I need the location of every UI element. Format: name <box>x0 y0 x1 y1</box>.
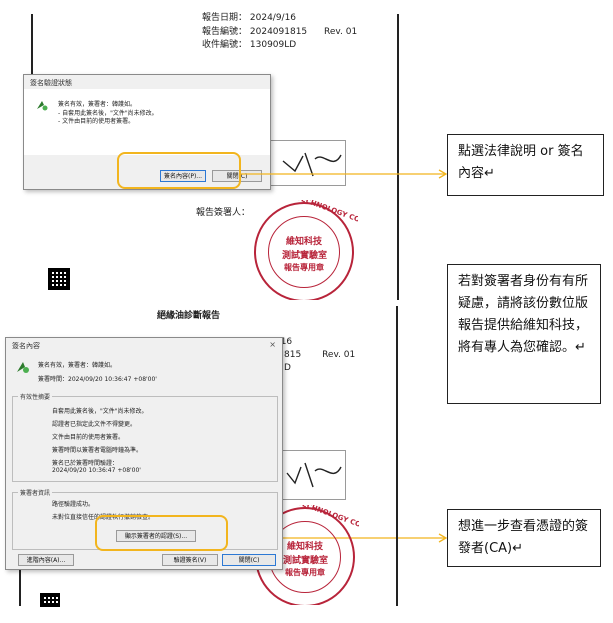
report-date-value: 2024/9/16 <box>249 13 297 23</box>
dialog-body <box>24 89 270 155</box>
summary-item: 簽署時間以簽署者電腦時鐘為準。 <box>52 447 143 454</box>
stamp-inner-line-2: 測試實驗室 <box>282 251 328 261</box>
validity-summary-label: 有效性摘要 <box>18 392 53 401</box>
signature-valid-icon <box>37 101 48 111</box>
stamp-outer-ring <box>254 202 354 300</box>
signature-properties-button[interactable]: 簽名內容(P)... <box>160 170 206 182</box>
receive-fragment: D <box>284 363 291 373</box>
close-button[interactable]: 關閉(C) <box>212 170 262 182</box>
status-line-3: - 文件由目前的使用者簽署。 <box>58 118 135 125</box>
stamp-inner-line-1: 維知科技 <box>286 237 323 247</box>
report-date-row: 報告日期： 2024/9/16 <box>202 12 296 25</box>
dialog-title: 簽名驗證狀態 <box>30 79 72 87</box>
receive-number-row: 收件編號： 130909LD <box>202 39 296 52</box>
signature-scribble <box>282 152 342 177</box>
report-number-tail: 815 <box>284 350 302 360</box>
signer-item: 未對位直接信任的認證執行撤銷檢查。 <box>52 514 155 521</box>
validity-summary-group <box>12 396 278 482</box>
signature-scribble-bottom <box>286 462 342 488</box>
report-number-value: 2024091815 <box>249 27 308 37</box>
highlight-box-1 <box>117 152 241 189</box>
highlight-box-2 <box>95 515 228 551</box>
signer-info-label: 簽署者資訊 <box>18 488 53 497</box>
stamp-inner-line-3: 報告專用章 <box>284 263 324 272</box>
advanced-properties-button[interactable]: 進階內容(A)... <box>18 554 74 566</box>
stamp-inner-line-1-bottom: 維知科技 <box>287 542 324 552</box>
signature-valid-text: 簽名有效，簽署者：韓護如。 <box>38 362 117 369</box>
receive-number-label: 收件編號： <box>202 40 248 50</box>
company-stamp-top: KCER TECHNOLOGY CO., LTD. 維知科技 測試實驗室 報告專… <box>252 200 358 300</box>
callout-legal-notice: 點選法律說明 or 簽名內容↵ <box>447 134 604 196</box>
summary-item: 2024/09/20 10:36:47 +08'00' <box>52 467 141 474</box>
report-rev: Rev. 01 <box>324 27 358 37</box>
signature-valid-icon <box>17 362 29 373</box>
doc-border-left-bottom <box>19 540 21 606</box>
stamp-inner-line-2-bottom: 測試實驗室 <box>283 556 329 566</box>
qr-code-bottom <box>40 593 60 607</box>
summary-item: 簽名已於簽署時間驗證： <box>52 460 119 467</box>
doc-border-right <box>397 14 399 300</box>
dialog2-title: 簽名內容 <box>12 342 40 350</box>
callout-signer-doubt: 若對簽署者身份有有所疑慮，請將該份數位版報告提供給維知科技，將有專人為您確認。↵ <box>447 264 601 404</box>
signer-item: 路徑驗證成功。 <box>52 501 95 508</box>
signer-label: 報告簽署人： <box>196 208 251 218</box>
doc-border-right-bottom <box>396 306 398 606</box>
report-heading: 絕緣油診斷報告 <box>157 311 221 321</box>
report-number-fragment: 815 Rev. 01 <box>284 349 355 362</box>
status-line-1: 簽名有效，簽署者：韓護如。 <box>58 101 137 108</box>
summary-item: 認證者已指定此文件不得變更。 <box>52 421 137 428</box>
report-date-label: 報告日期： <box>202 13 248 23</box>
receive-number-value: 130909LD <box>249 40 297 50</box>
report-rev-bottom: Rev. 01 <box>322 350 356 360</box>
callout-certificate-issuer: 想進一步查看憑證的簽發者(CA)↵ <box>447 509 601 567</box>
show-signer-certificate-button[interactable]: 顯示簽署者的認證(S)... <box>116 530 196 542</box>
report-number-label: 報告編號： <box>202 27 248 37</box>
status-line-2: - 自套用此簽名後，"文件"尚未修改。 <box>58 110 158 117</box>
report-number-row: 報告編號： 2024091815 Rev. 01 <box>202 26 357 39</box>
close-icon[interactable]: × <box>269 340 276 349</box>
stamp-inner-line-3-bottom: 報告專用章 <box>285 568 325 577</box>
close-button[interactable]: 關閉(C) <box>222 554 276 566</box>
summary-item: 文件由目前的使用者簽署。 <box>52 434 125 441</box>
signature-properties-dialog: 簽名內容 × 簽名有效，簽署者：韓護如。 簽署時間：2024/09/20 10:… <box>5 337 283 570</box>
signing-time-text: 簽署時間：2024/09/20 10:36:47 +08'00' <box>38 376 157 383</box>
summary-item: 自套用此簽名後，"文件"尚未修改。 <box>52 408 148 415</box>
stamp-inner-ring <box>268 216 340 288</box>
verify-signature-button[interactable]: 驗證簽名(V) <box>162 554 218 566</box>
qr-code-top <box>48 268 70 290</box>
signature-field-bottom[interactable] <box>282 450 346 500</box>
signature-status-dialog: 簽名驗證狀態 簽名有效，簽署者：韓護如。 - 自套用此簽名後，"文件"尚未修改。… <box>23 74 271 190</box>
